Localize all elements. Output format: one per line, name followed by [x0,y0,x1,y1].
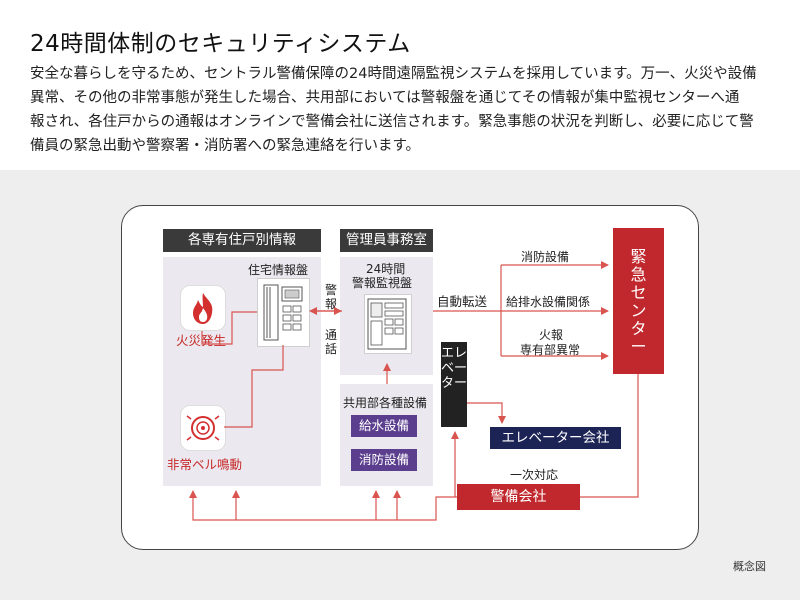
fire-alarm-icon-box [180,285,226,331]
fire-equipment-box: 消防設備 [351,449,417,471]
intro-line: 安全な暮らしを守るため、セントラル警備保障の24時間遠隔監視システムを採用してい… [30,66,757,82]
route-water-label: 給排水設備関係 [506,295,591,309]
route-fire-equipment-label: 消防設備 [521,250,570,264]
emergency-center-box: 緊急センター [613,228,664,374]
elevator-to-company-arrow [467,402,506,424]
elevator-label: エレベーター [441,346,468,391]
unit-panel-label: 住宅情報盤 [248,263,309,277]
first-response-label: 一次対応 [510,468,559,482]
emergency-center-label: 緊急センター [630,247,647,356]
security-company-box: 警備会社 [457,484,580,510]
fire-to-panel-line [201,311,257,345]
intro-line: 備員の緊急出動や警察署・消防署への緊急連絡を行います。 [30,138,421,154]
water-supply-box: 給水設備 [351,415,417,437]
manager-office-header: 管理員事務室 [340,229,433,252]
monitor-panel-icon [367,298,407,350]
page-title: 24時間体制のセキュリティシステム [30,31,411,57]
monitor-label-line2: 警報監視盤 [352,276,413,290]
route-fire-alarm-label-1: 火報 [539,328,564,342]
monitor-label-line1: 24時間 [366,262,406,276]
alarm-vertical-label: 警報 [324,283,337,311]
security-return-line [189,490,457,521]
center-to-security-line [580,374,639,498]
intercom-panel-icon [263,284,303,341]
auto-transfer-label: 自動転送 [437,294,488,309]
intro-text: 安全な暮らしを守るため、セントラル警備保障の24時間遠隔監視システムを採用してい… [30,62,770,158]
unit-info-header: 各専有住戸別情報 [163,229,321,252]
bell-ringing-label: 非常ベル鳴動 [167,457,243,472]
elevator-company-box: エレベーター会社 [490,427,621,449]
route-fire-alarm-label-2: 専有部異常 [520,343,581,357]
alarm-monitor-panel [364,294,412,354]
fire-icon [193,293,213,324]
elevator-box: エレベーター [441,342,467,427]
alarm-bell-icon [186,415,220,441]
footnote: 概念図 [733,560,766,573]
bell-to-panel-line [224,345,284,428]
bell-icon-box [180,405,226,451]
intro-line: 異常、その他の非常事態が発生した場合、共用部においては警報盤を通じてその情報が集… [30,90,740,106]
talk-vertical-label: 通話 [324,328,337,356]
common-facilities-label: 共用部各種設備 [343,396,428,410]
intro-line: 報され、各住戸からの通報はオンラインで警備会社に送信されます。緊急事態の状況を判… [30,114,754,130]
